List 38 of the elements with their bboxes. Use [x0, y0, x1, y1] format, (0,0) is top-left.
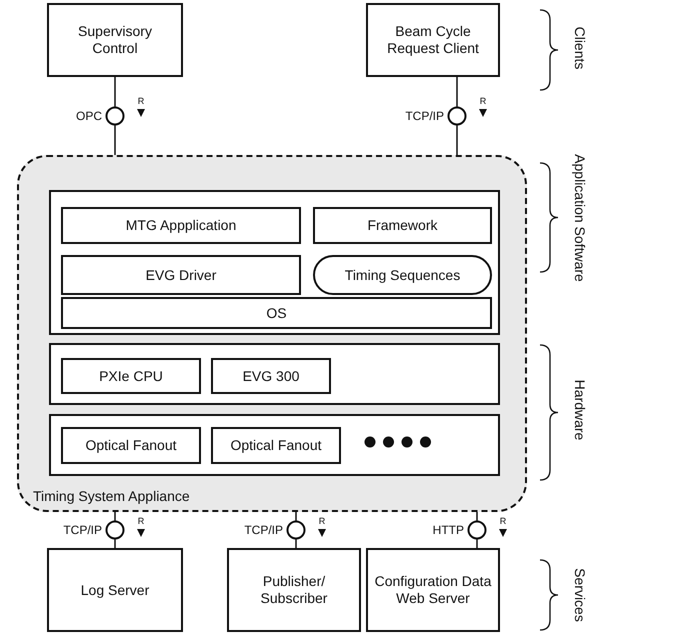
connector-line	[114, 512, 116, 548]
connector-line	[456, 77, 458, 155]
connector-line	[476, 512, 478, 548]
component-box: PXIe CPU	[61, 358, 201, 394]
edge-label: TCP/IP	[243, 523, 284, 537]
component-box: EVG Driver	[61, 255, 301, 295]
group-label: Application Software	[572, 154, 588, 282]
component-box: Optical Fanout	[61, 427, 201, 464]
layer-panel	[49, 414, 500, 476]
group-label: Hardware	[572, 380, 588, 440]
connector-line	[295, 512, 297, 548]
request-label: R	[318, 516, 326, 526]
edge-label: TCP/IP	[62, 523, 103, 537]
group-label: Clients	[572, 26, 588, 70]
request-label: R	[480, 96, 486, 106]
component-box: Publisher/ Subscriber	[227, 548, 361, 632]
component-box: Optical Fanout	[211, 427, 341, 464]
layer-panel	[49, 343, 500, 405]
edge-label: OPC	[74, 109, 103, 123]
appliance-title: Timing System Appliance	[33, 488, 190, 504]
component-box: Configuration Data Web Server	[366, 548, 500, 632]
request-label: R	[138, 96, 144, 106]
component-box: Beam Cycle Request Client	[366, 3, 500, 77]
component-box: MTG Appplication	[61, 207, 301, 244]
edge-label: HTTP	[432, 523, 465, 537]
component-box: EVG 300	[211, 358, 331, 394]
component-box: OS	[61, 297, 492, 329]
component-box: Supervisory Control	[47, 3, 183, 77]
component-box: Log Server	[47, 548, 183, 632]
connector-line	[114, 77, 116, 155]
request-label: R	[500, 516, 506, 526]
appliance-boundary	[17, 155, 527, 512]
request-label: R	[138, 516, 144, 526]
component-box: Framework	[313, 207, 492, 244]
group-label: Services	[572, 568, 588, 622]
rounded-box: Timing Sequences	[313, 255, 492, 295]
edge-label: TCP/IP	[404, 109, 445, 123]
layer-panel	[49, 190, 500, 335]
